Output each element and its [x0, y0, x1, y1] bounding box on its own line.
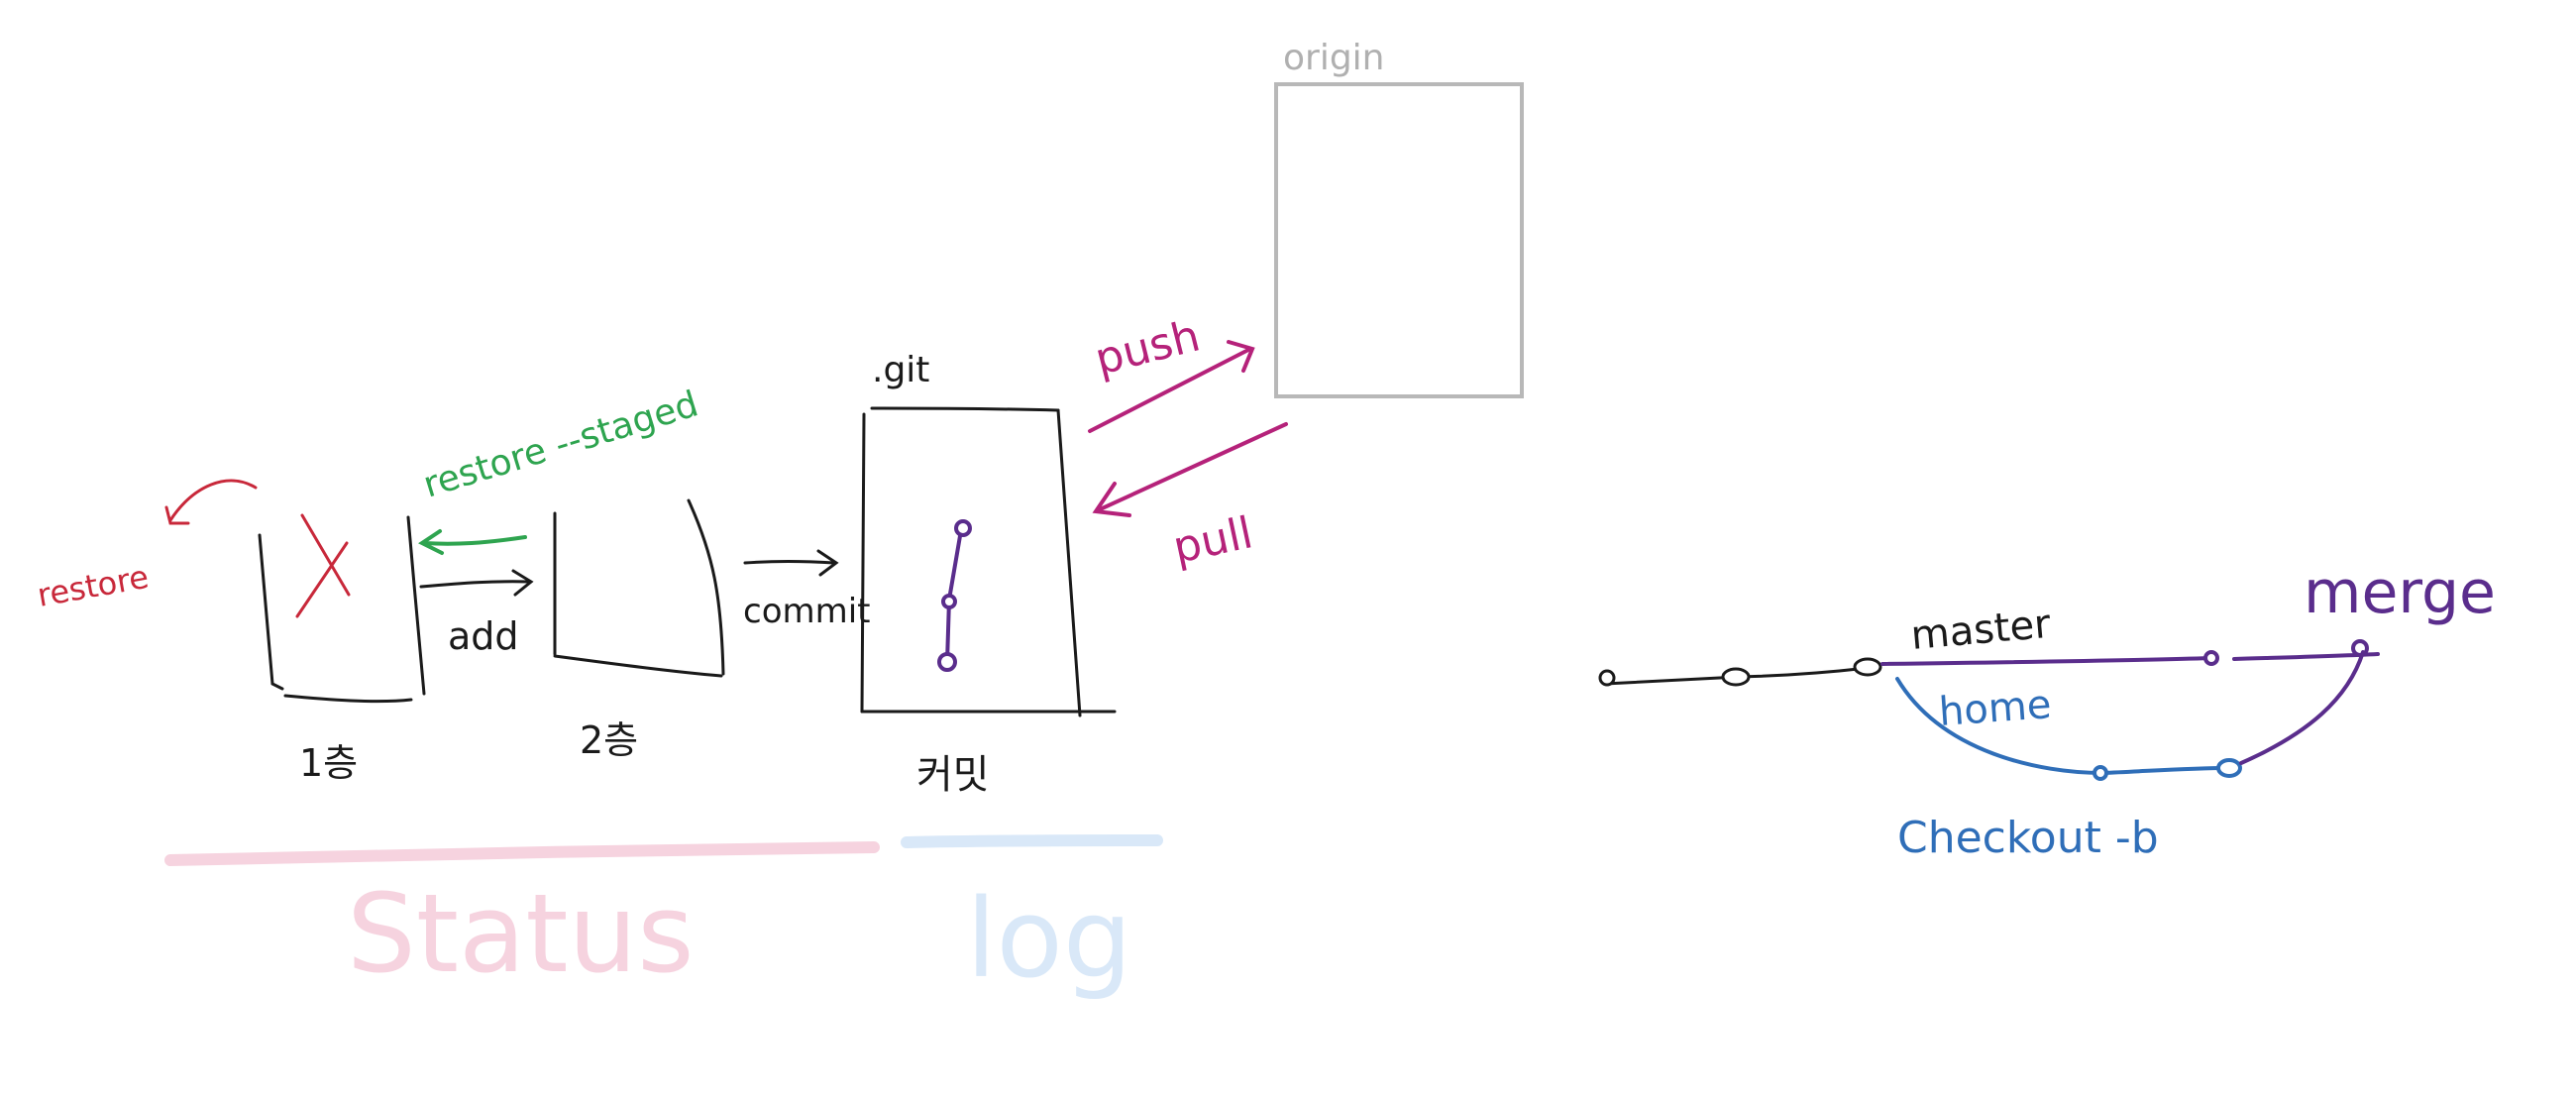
master-label: master	[1909, 602, 2053, 659]
commit-kr-label: 커밋	[916, 752, 990, 798]
working-directory-box	[258, 515, 426, 704]
add-label: add	[448, 614, 519, 658]
push-arrowhead	[1227, 340, 1255, 373]
log-underline	[901, 834, 1163, 848]
merge-label: merge	[2304, 558, 2496, 627]
restore-staged-arrow	[422, 535, 527, 546]
push-arrow	[1088, 347, 1252, 433]
pull-label: pull	[1169, 507, 1257, 574]
git-dir-label: .git	[872, 350, 929, 390]
add-arrowhead	[511, 569, 534, 597]
commit-label: commit	[743, 592, 871, 631]
local-commit-history	[937, 519, 972, 672]
stage1-label: 1층	[299, 741, 358, 785]
status-underline	[164, 841, 880, 866]
commit-arrow	[743, 560, 836, 565]
status-label: Status	[347, 870, 695, 997]
deleted-file-x-mark	[295, 513, 351, 618]
restore-staged-arrowhead	[418, 529, 444, 555]
home-branch-line	[1895, 677, 2242, 781]
origin-remote-box	[1274, 82, 1524, 398]
pull-arrow	[1096, 422, 1288, 512]
log-label: log	[966, 875, 1132, 1002]
restore-label: restore	[35, 558, 152, 614]
restore-arrow	[168, 479, 258, 522]
commit-arrowhead	[816, 549, 839, 577]
home-label: home	[1937, 682, 2052, 735]
staging-area-box	[553, 498, 725, 678]
restore-staged-label: restore --staged	[419, 384, 703, 505]
add-arrow	[419, 580, 532, 589]
pull-arrowhead	[1092, 482, 1131, 517]
base-commit-line	[1598, 657, 1882, 687]
checkout-label: Checkout -b	[1897, 813, 2159, 863]
merge-curve	[2239, 650, 2365, 765]
local-repository-box	[860, 406, 1117, 717]
origin-label: origin	[1283, 38, 1385, 78]
stage2-label: 2층	[580, 718, 638, 762]
restore-arrowhead	[164, 505, 190, 525]
push-label: push	[1090, 310, 1205, 385]
